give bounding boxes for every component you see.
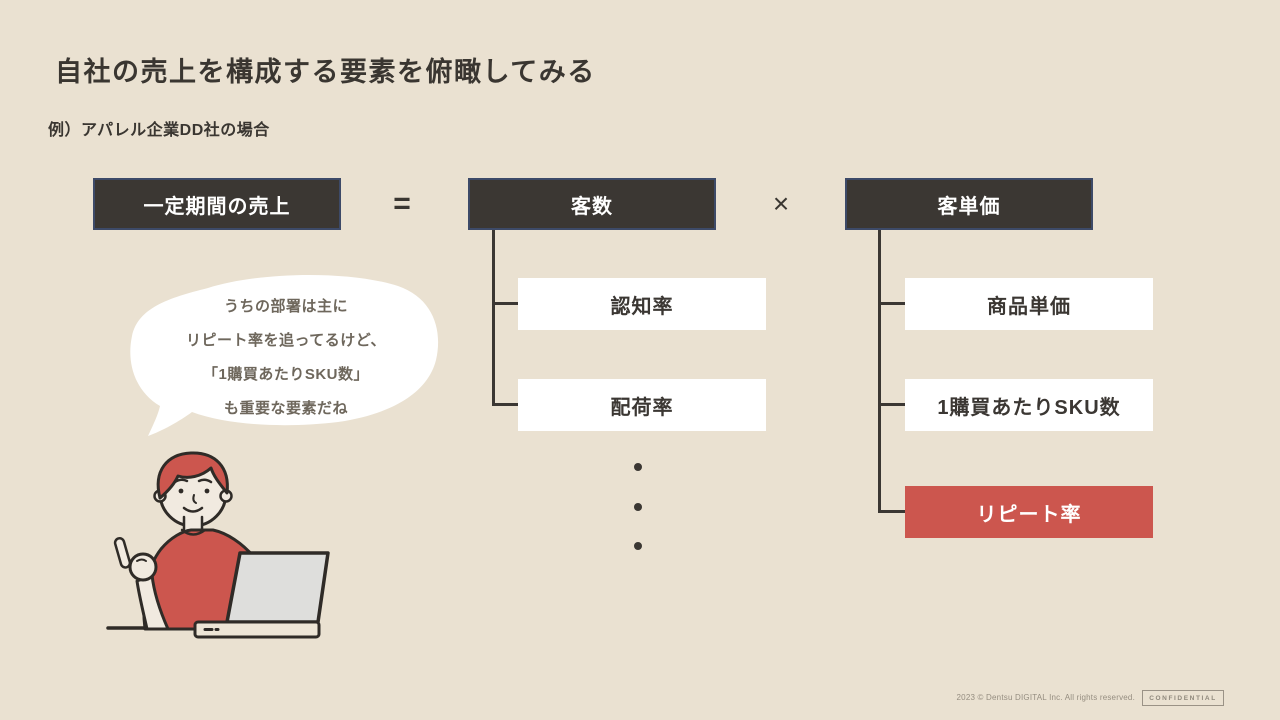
person-fist [128, 552, 158, 582]
ellipsis-dot [634, 463, 642, 471]
ellipsis-dot [634, 503, 642, 511]
connector-right-vertical [878, 230, 881, 513]
person-neck [183, 515, 203, 531]
connector-right-stub-1 [878, 302, 905, 305]
person-knuckle-line [136, 558, 147, 562]
laptop-base [193, 620, 321, 639]
person-nose [192, 494, 197, 504]
speech-bubble-line: リピート率を追ってるけど、 [185, 332, 386, 349]
equals-sign: = [393, 187, 411, 220]
copyright-text: 2023 © Dentsu DIGITAL Inc. All rights re… [956, 693, 1135, 702]
person-pointing-finger [113, 537, 132, 569]
connector-left-vertical [492, 230, 495, 406]
speech-bubble-line: うちの部署は主に [223, 298, 348, 315]
box-customer-count: 客数 [468, 178, 716, 230]
person-smile [182, 506, 204, 513]
example-subtitle: 例）アパレル企業DD社の場合 [48, 122, 270, 139]
person-neck-lines [182, 515, 204, 531]
person-eyebrow [173, 478, 189, 484]
confidential-badge: CONFIDENTIAL [1142, 690, 1224, 706]
person-hair [156, 451, 229, 500]
laptop-screen [225, 551, 330, 624]
ellipsis-dot [634, 542, 642, 550]
person-eye [178, 488, 184, 494]
box-sku-per-purchase: 1購買あたりSKU数 [905, 379, 1153, 431]
connector-left-stub-1 [492, 302, 519, 305]
connector-right-stub-3 [878, 510, 905, 513]
page-title: 自社の売上を構成する要素を俯瞰してみる [55, 57, 596, 87]
person-eyebrow [197, 478, 213, 484]
person-illustration [106, 451, 330, 639]
box-repeat-rate-highlighted: リピート率 [905, 486, 1153, 538]
multiply-sign: × [772, 188, 790, 219]
confidential-label: CONFIDENTIAL [1149, 694, 1217, 702]
connector-left-stub-2 [492, 403, 519, 406]
speech-bubble-line: も重要な要素だね [223, 400, 348, 417]
person-eye [204, 488, 210, 494]
box-product-unit-price: 商品単価 [905, 278, 1153, 330]
person-collar [180, 528, 207, 536]
speech-bubble-line: 「1購買あたりSKU数」 [202, 366, 369, 383]
connector-right-stub-2 [878, 403, 905, 406]
box-total-sales: 一定期間の売上 [93, 178, 341, 230]
box-customer-unit-price: 客単価 [845, 178, 1093, 230]
box-distribution-rate: 配荷率 [518, 379, 766, 431]
speech-bubble-text: うちの部署は主に リピート率を追ってるけど、 「1購買あたりSKU数」 も重要な… [150, 290, 422, 426]
speech-bubble-shape [130, 274, 439, 436]
box-awareness-rate: 認知率 [518, 278, 766, 330]
